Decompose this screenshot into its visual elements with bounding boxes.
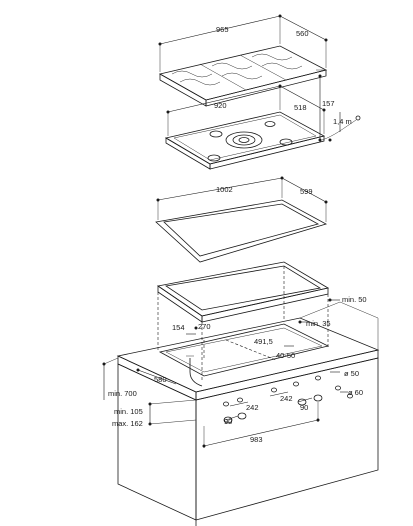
label-983: 983: [250, 435, 263, 444]
label-burner-width: 920: [214, 101, 227, 110]
label-total-height: 157: [322, 99, 335, 108]
label-tray-depth: 599: [300, 187, 313, 196]
label-diam-60: ø 60: [348, 388, 363, 397]
cabinet: [116, 301, 380, 526]
label-min-700: min. 700: [108, 389, 137, 398]
label-min-105: min. 105: [114, 407, 143, 416]
dim-line-965: [159, 15, 281, 45]
label-40-50: 40-50: [276, 351, 295, 360]
label-154: 154: [172, 323, 185, 332]
label-580: 580: [154, 375, 167, 384]
label-90-right: 90: [300, 403, 308, 412]
label-grate-depth: 560: [296, 29, 309, 38]
label-90-left: 90: [224, 417, 232, 426]
label-max-162: max. 162: [112, 419, 143, 428]
label-diam-50: ø 50: [344, 369, 359, 378]
label-cable-length: 1,4 m: [333, 117, 352, 126]
label-min-50-right: min. 50: [342, 295, 367, 304]
cabinet-dimensions: min. 50 min. 35 154 270 491,5 40-50 580 …: [102, 295, 367, 448]
label-242-right: 242: [280, 394, 293, 403]
grate-assembly: 965 560: [158, 14, 328, 107]
label-grate-width: 965: [216, 25, 229, 34]
label-tray-width: 1002: [216, 185, 233, 194]
label-491: 491,5: [254, 337, 273, 346]
label-burner-depth: 518: [294, 103, 307, 112]
label-min-35: min. 35: [306, 319, 331, 328]
label-242-left: 242: [246, 403, 259, 412]
insert-frame: [156, 261, 330, 380]
label-270: 270: [198, 322, 211, 331]
drip-tray: 1002 599: [155, 176, 328, 263]
burner-plate: 1,4 m 920 518 157: [164, 69, 361, 170]
